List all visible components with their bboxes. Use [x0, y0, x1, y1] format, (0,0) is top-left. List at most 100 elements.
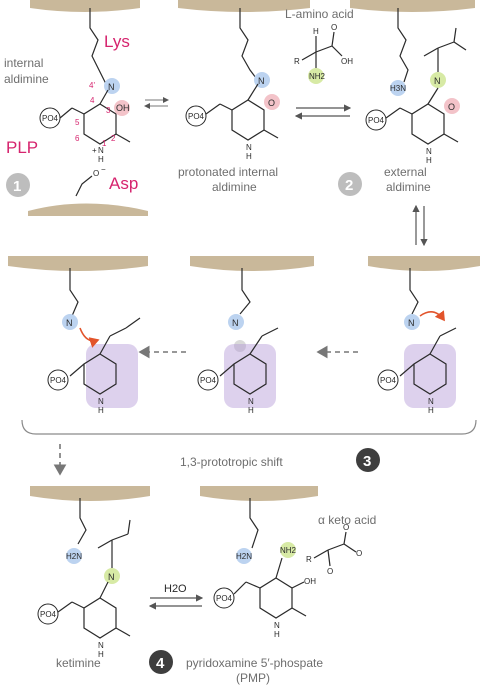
- panel-protonated-internal-aldimine: N O PO4 N H: [185, 8, 280, 161]
- protein-surface-row2-right: [368, 256, 480, 271]
- svg-text:NH2: NH2: [309, 72, 326, 81]
- lys-label: Lys: [104, 32, 130, 51]
- row2-molecule-left: N PO4 N H: [47, 268, 141, 415]
- svg-text:H: H: [248, 406, 254, 415]
- panel-external-aldimine: H3N N O PO4 N H: [365, 8, 467, 165]
- svg-text:4: 4: [156, 655, 165, 672]
- svg-text:PO4: PO4: [50, 376, 67, 385]
- svg-text:H: H: [274, 630, 280, 639]
- protonated-internal-aldimine-label-line1: protonated internal: [178, 165, 278, 179]
- svg-text:O: O: [327, 567, 333, 576]
- svg-text:2: 2: [111, 134, 116, 143]
- svg-text:N: N: [246, 143, 252, 152]
- svg-text:N: N: [428, 397, 434, 406]
- equilibrium-arrows-hydrolysis: [148, 594, 204, 610]
- svg-text:N: N: [98, 146, 104, 155]
- svg-text:O: O: [268, 98, 275, 108]
- protein-surface-top-middle: [178, 0, 310, 12]
- equilibrium-arrows-1: [144, 97, 169, 109]
- equilibrium-arrows-2: [294, 104, 352, 120]
- svg-text:O: O: [343, 523, 349, 532]
- svg-text:N: N: [274, 621, 280, 630]
- svg-text:3: 3: [106, 106, 111, 115]
- svg-text:O: O: [331, 23, 337, 32]
- svg-text:1: 1: [13, 178, 21, 195]
- pmp-molecule: H2N NH2 OH PO4 N H: [213, 498, 316, 639]
- svg-text:N: N: [434, 76, 441, 86]
- internal-aldimine-label-line2: aldimine: [4, 72, 49, 86]
- svg-text:−: −: [101, 165, 106, 174]
- svg-text:PO4: PO4: [216, 594, 233, 603]
- svg-text:PO4: PO4: [188, 112, 205, 121]
- protein-surface-row3-left: [30, 486, 150, 501]
- protein-surface-asp: [28, 203, 148, 216]
- svg-text:2: 2: [345, 177, 353, 194]
- svg-text:3: 3: [363, 453, 371, 470]
- ketimine-molecule: H2N N PO4 N H: [37, 498, 131, 659]
- svg-text:R: R: [294, 57, 300, 66]
- keto-acid-label: α keto acid: [318, 513, 376, 527]
- svg-text:1: 1: [102, 139, 107, 148]
- svg-text:+: +: [92, 146, 97, 155]
- svg-text:PO4: PO4: [200, 376, 217, 385]
- svg-text:O: O: [448, 102, 455, 112]
- svg-text:N: N: [232, 318, 239, 328]
- svg-text:N: N: [426, 147, 432, 156]
- pmp-label-line2: (PMP): [236, 671, 270, 685]
- svg-text:4': 4': [89, 81, 95, 90]
- row2-molecule-right: N PO4 N H: [377, 268, 457, 415]
- svg-text:N: N: [258, 76, 265, 86]
- svg-text:N: N: [248, 397, 254, 406]
- svg-text:OH: OH: [116, 103, 130, 113]
- svg-text:O: O: [93, 169, 99, 178]
- svg-text:H: H: [426, 156, 432, 165]
- prototropic-shift-bracket: [21, 419, 477, 435]
- panel-internal-aldimine: N OH PO4 N + H 4' 4 3 5 2 6 1 O −: [39, 8, 131, 197]
- svg-text:PO4: PO4: [40, 610, 57, 619]
- svg-text:H: H: [98, 155, 104, 164]
- external-aldimine-label-line2: aldimine: [386, 180, 431, 194]
- l-amino-acid-molecule: R H O OH NH2: [294, 23, 353, 84]
- prototropic-shift-label: 1,3-prototropic shift: [180, 455, 283, 469]
- svg-text:H: H: [246, 152, 252, 161]
- svg-text:OH: OH: [341, 57, 353, 66]
- step-badge-3: 3: [356, 448, 380, 472]
- step-badge-2: 2: [338, 172, 362, 196]
- step-badge-1: 1: [6, 173, 30, 197]
- svg-text:PO4: PO4: [368, 116, 385, 125]
- plp-label: PLP: [6, 138, 38, 157]
- step-badge-4: 4: [149, 650, 173, 674]
- protein-surface-row3-right: [200, 486, 318, 501]
- svg-text:PO4: PO4: [380, 376, 397, 385]
- svg-text:H2N: H2N: [66, 552, 82, 561]
- ketimine-label: ketimine: [56, 656, 101, 670]
- svg-text:N: N: [108, 82, 115, 92]
- svg-text:H: H: [313, 27, 319, 36]
- l-amino-acid-label: L-amino acid: [285, 7, 354, 21]
- water-label: H2O: [164, 583, 187, 595]
- svg-text:H: H: [428, 406, 434, 415]
- svg-text:NH2: NH2: [280, 546, 297, 555]
- protein-surface-top-right: [350, 0, 475, 12]
- svg-text:H: H: [98, 406, 104, 415]
- external-aldimine-label-line1: external: [384, 165, 427, 179]
- pmp-label-line1: pyridoxamine 5′-phospate: [186, 656, 323, 670]
- internal-aldimine-label-line1: internal: [4, 56, 43, 70]
- asp-label: Asp: [109, 174, 138, 193]
- svg-text:5: 5: [75, 118, 80, 127]
- svg-text:OH: OH: [304, 577, 316, 586]
- svg-text:H3N: H3N: [390, 84, 406, 93]
- svg-text:N: N: [98, 397, 104, 406]
- svg-text:N: N: [98, 641, 104, 650]
- row2-molecule-middle: N PO4 N H: [197, 268, 279, 415]
- protein-surface-row2-left: [8, 256, 148, 271]
- svg-text:6: 6: [75, 134, 80, 143]
- svg-text:R: R: [306, 555, 312, 564]
- keto-acid-molecule: R O O O: [306, 523, 362, 576]
- svg-text:N: N: [108, 572, 115, 582]
- protonated-internal-aldimine-label-line2: aldimine: [212, 180, 257, 194]
- svg-text:PO4: PO4: [42, 114, 59, 123]
- svg-text:4: 4: [90, 96, 95, 105]
- protein-surface-row2-middle: [190, 256, 314, 271]
